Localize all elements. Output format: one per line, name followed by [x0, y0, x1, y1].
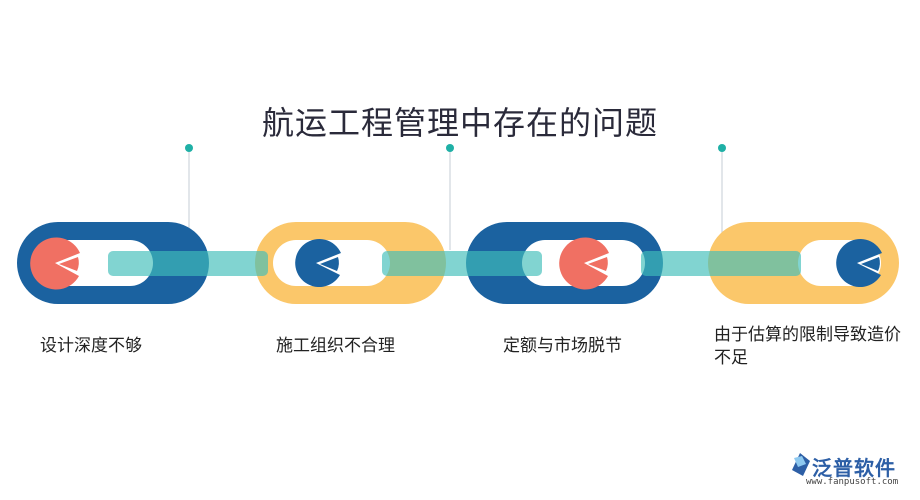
pie-chart-icon [559, 237, 609, 290]
callout-dot-1 [185, 144, 193, 152]
logo-url: www.fanpusoft.com [806, 477, 899, 487]
callout-dot-2 [446, 144, 454, 152]
item-label-1: 设计深度不够 [40, 336, 142, 356]
callout-dot-3 [718, 144, 726, 152]
logo-mark-icon [792, 453, 810, 476]
connector-bar-1 [108, 251, 268, 276]
page-title: 航运工程管理中存在的问题 [261, 104, 658, 142]
chain-link-2 [255, 222, 446, 304]
chain-link-1 [17, 222, 209, 304]
chain-link-3 [466, 222, 663, 304]
pie-chart-icon [30, 237, 80, 290]
connector-bar-2 [382, 251, 542, 276]
logo-name: 泛普软件 [812, 456, 896, 480]
item-label-3: 定额与市场脱节 [503, 336, 622, 356]
brand-logo: 泛普软件 www.fanpusoft.com [788, 450, 913, 494]
pie-chart-icon [295, 239, 341, 288]
item-label-2: 施工组织不合理 [276, 336, 395, 356]
connector-bar-3 [641, 251, 801, 276]
pie-chart-icon [836, 239, 882, 288]
chain-link-4 [708, 222, 899, 304]
item-label-4: 由于估算的限制导致造价不足 [714, 325, 901, 368]
